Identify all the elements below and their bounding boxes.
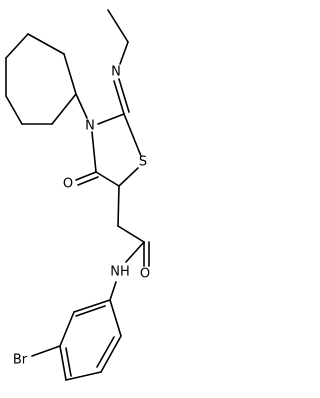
bond-nitrogen-to-c2 <box>97 113 125 125</box>
bond-aryl-to-bromine <box>31 345 61 357</box>
atom-label-sulfur: S <box>139 155 147 170</box>
bond-aryl-5-inner <box>96 336 115 368</box>
bond-ketone-double-a <box>75 171 97 181</box>
atom-label-nitrogen-amide: NH <box>110 265 130 280</box>
bond-nh-to-aryl <box>109 281 117 301</box>
bond-cycloheptyl-1 <box>63 53 77 95</box>
bromophenyl-ring <box>31 299 122 381</box>
acetamide-linker <box>109 185 150 301</box>
bond-aryl-3 <box>59 345 67 381</box>
atom-label-oxygen-ketone: O <box>63 177 73 192</box>
bond-ch2-to-carbonyl <box>117 225 145 243</box>
bond-c5-to-ch2 <box>117 185 120 227</box>
atom-label-oxygen-amide: O <box>140 267 150 282</box>
bond-cycloheptyl-2 <box>27 33 65 55</box>
bond-imine-to-ch2 <box>119 41 129 65</box>
bond-aryl-2 <box>59 311 75 347</box>
ketone-group <box>75 171 99 186</box>
thiazolidinone-ring <box>75 93 142 187</box>
bond-cycloheptyl-to-nitrogen <box>75 93 88 119</box>
bond-aryl-4 <box>65 371 102 381</box>
cycloheptyl-ring <box>5 33 77 125</box>
ethylimine-group <box>107 9 130 115</box>
molecule-structure-diagram: N N S O O NH Br <box>5 9 150 381</box>
bond-ch2-to-ch3 <box>107 9 129 43</box>
bond-sulfur-to-c5 <box>118 167 139 187</box>
atom-label-bromine: Br <box>13 353 28 368</box>
bond-imine-double-b <box>118 78 130 113</box>
bond-cycloheptyl-7 <box>51 93 77 125</box>
bond-aryl-1-inner <box>75 305 106 317</box>
bond-cycloheptyl-5 <box>5 95 23 125</box>
bond-cycloheptyl-3 <box>5 33 29 59</box>
bond-carbonyl-to-nh <box>125 241 145 263</box>
bond-aryl-1 <box>73 299 111 313</box>
bond-ketone-double-b <box>77 176 99 186</box>
bond-aryl-5 <box>100 335 122 373</box>
bond-c4-to-nitrogen <box>91 131 97 173</box>
bond-imine-double-a <box>113 80 125 115</box>
bond-aryl-6 <box>109 299 122 337</box>
atom-label-nitrogen-imine: N <box>111 65 121 80</box>
atom-label-nitrogen-ring: N <box>85 119 95 134</box>
bond-c5-to-c4 <box>95 171 120 187</box>
bond-aryl-3-inner <box>65 347 72 377</box>
bond-c2-to-sulfur <box>123 113 142 157</box>
